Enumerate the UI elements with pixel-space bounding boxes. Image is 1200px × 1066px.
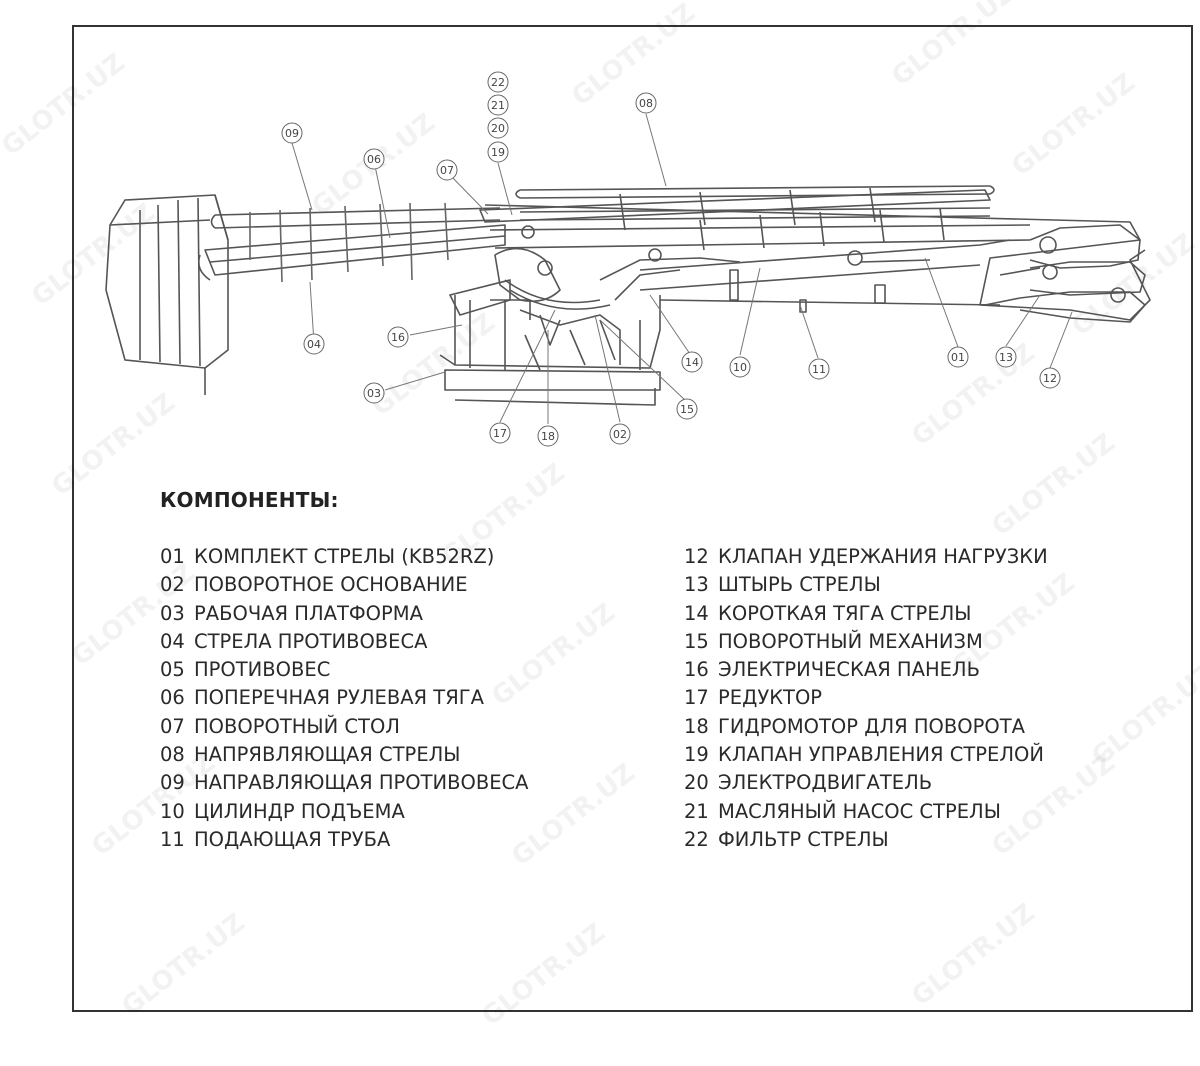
callout-12: 12 — [1039, 367, 1061, 389]
callout-16: 16 — [387, 326, 409, 348]
svg-text:02: 02 — [613, 428, 627, 441]
svg-text:18: 18 — [541, 430, 555, 443]
callout-09: 09 — [281, 122, 303, 144]
callout-07: 07 — [436, 159, 458, 181]
svg-text:07: 07 — [440, 164, 454, 177]
counterweight-guide — [249, 202, 449, 283]
callout-22: 22 — [487, 71, 509, 93]
callout-02: 02 — [609, 423, 631, 445]
callout-14: 14 — [681, 351, 703, 373]
svg-text:20: 20 — [491, 122, 505, 135]
work-platform — [439, 279, 661, 406]
turntable — [494, 225, 931, 313]
callout-11: 11 — [808, 358, 830, 380]
diagram-frame — [72, 25, 1193, 1012]
svg-text:11: 11 — [812, 363, 826, 376]
svg-text:17: 17 — [493, 427, 507, 440]
svg-text:13: 13 — [999, 351, 1013, 364]
counterweight-boom — [197, 207, 506, 281]
callout-13: 13 — [995, 346, 1017, 368]
counterweight-block — [105, 194, 229, 395]
svg-text:03: 03 — [367, 387, 381, 400]
svg-text:09: 09 — [285, 127, 299, 140]
callout-19: 19 — [487, 141, 509, 163]
callout-06: 06 — [363, 148, 385, 170]
callout-20: 20 — [487, 117, 509, 139]
callouts: 09 06 07 22 21 20 19 08 04 16 03 17 18 0… — [281, 71, 1061, 447]
svg-text:04: 04 — [307, 338, 321, 351]
callout-18: 18 — [537, 425, 559, 447]
svg-text:21: 21 — [491, 99, 505, 112]
svg-text:22: 22 — [491, 76, 505, 89]
callout-01: 01 — [947, 346, 969, 368]
svg-text:16: 16 — [391, 331, 405, 344]
callout-10: 10 — [729, 356, 751, 378]
callout-17: 17 — [489, 422, 511, 444]
callout-08: 08 — [635, 92, 657, 114]
svg-text:01: 01 — [951, 351, 965, 364]
callout-15: 15 — [676, 398, 698, 420]
svg-text:10: 10 — [733, 361, 747, 374]
leader-lines — [291, 113, 1073, 424]
svg-text:15: 15 — [680, 403, 694, 416]
components-heading: КОМПОНЕНТЫ: — [160, 488, 339, 512]
svg-text:08: 08 — [639, 97, 653, 110]
svg-text:06: 06 — [367, 153, 381, 166]
svg-text:14: 14 — [685, 356, 699, 369]
svg-text:12: 12 — [1043, 372, 1057, 385]
main-boom — [479, 185, 1151, 321]
callout-04: 04 — [303, 333, 325, 355]
svg-text:19: 19 — [491, 146, 505, 159]
callout-03: 03 — [363, 382, 385, 404]
callout-21: 21 — [487, 94, 509, 116]
